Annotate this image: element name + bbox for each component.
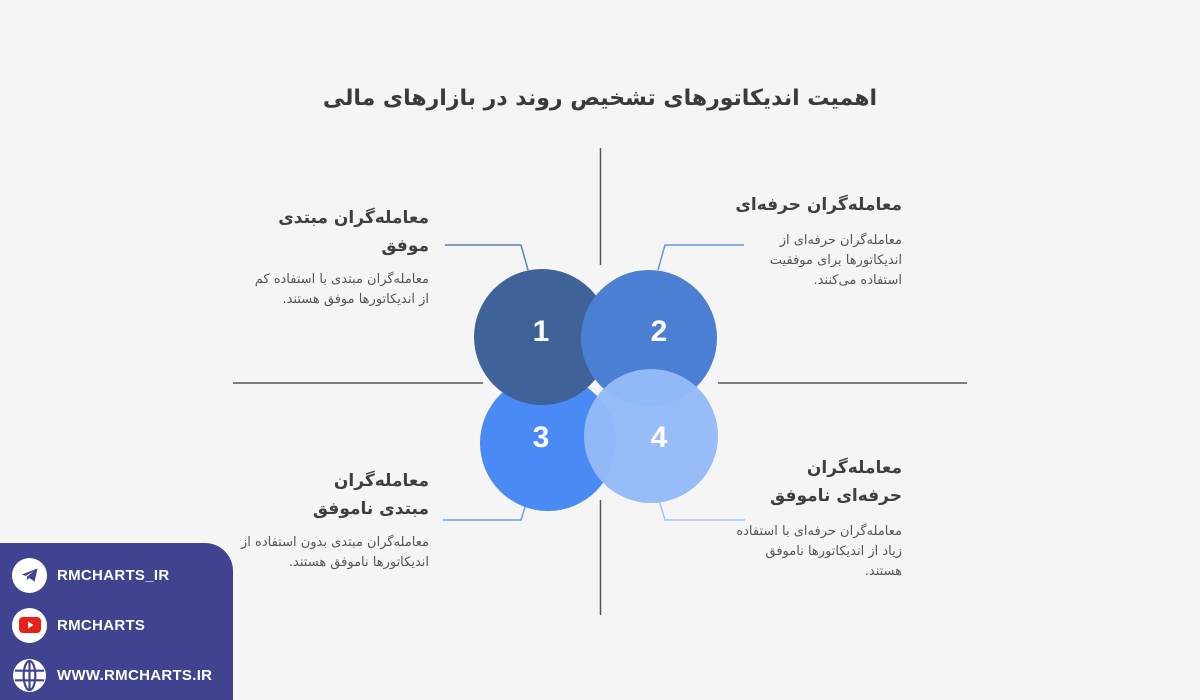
quadrant-3-heading: معامله‌گران مبتدی ناموفق (312, 471, 429, 519)
quadrant-4-heading: معامله‌گران حرفه‌ای ناموفق (770, 458, 902, 506)
page-title: اهمیت اندیکاتورهای تشخیص روند در بازارها… (322, 86, 878, 111)
quadrant-4-description: معامله‌گران حرفه‌ای با استفاده زیاد از ا… (736, 524, 902, 579)
quadrant-2-description: معامله‌گران حرفه‌ای از اندیکاتورها برای … (769, 233, 902, 288)
globe-icon (12, 658, 47, 693)
quadrant-2-heading: معامله‌گران حرفه‌ای (735, 195, 902, 215)
branding-panel: RMCHARTS_IR RMCHARTS WWW.RMCHARTS.IR (0, 543, 233, 700)
brand-telegram-label: RMCHARTS_IR (57, 566, 170, 584)
circle-4 (584, 369, 718, 503)
circle-4-shape (584, 369, 718, 503)
circle-2-shape (581, 270, 717, 406)
quadrant-1-heading: معامله‌گران مبتدی موفق (278, 208, 429, 256)
circle-3-number: 3 (533, 421, 550, 454)
brand-website-label: WWW.RMCHARTS.IR (57, 666, 213, 684)
quadrant-3-text: معامله‌گران مبتدی ناموفق معامله‌گران مبت… (239, 467, 429, 573)
connector-2 (657, 244, 744, 271)
brand-youtube-label: RMCHARTS (57, 616, 146, 634)
brand-telegram[interactable]: RMCHARTS_IR (12, 557, 169, 593)
circle-1 (474, 269, 610, 405)
quadrant-2-text: معامله‌گران حرفه‌ای معامله‌گران حرفه‌ای … (727, 191, 902, 291)
quadrant-4-text: معامله‌گران حرفه‌ای ناموفق معامله‌گران ح… (727, 454, 902, 582)
connector-1 (445, 244, 529, 271)
youtube-icon (12, 607, 47, 643)
quadrant-3-description: معامله‌گران مبتدی بدون استفاده از اندیکا… (240, 535, 429, 570)
quadrant-1-text: معامله‌گران مبتدی موفق معامله‌گران مبتدی… (229, 204, 429, 310)
brand-youtube[interactable]: RMCHARTS (12, 607, 145, 643)
circle-2-number: 2 (651, 315, 668, 348)
axes (233, 148, 967, 615)
circle-2 (581, 270, 717, 406)
circle-1-shape (474, 269, 610, 405)
brand-website[interactable]: WWW.RMCHARTS.IR (12, 657, 212, 693)
quadrant-1-description: معامله‌گران مبتدی با استفاده کم از اندیک… (254, 272, 429, 307)
circle-4-number: 4 (651, 421, 668, 454)
connector-4 (657, 496, 745, 521)
circle-1-number: 1 (533, 315, 550, 348)
telegram-icon (12, 557, 47, 593)
circle-3 (480, 375, 616, 511)
circle-3-shape (480, 375, 616, 511)
